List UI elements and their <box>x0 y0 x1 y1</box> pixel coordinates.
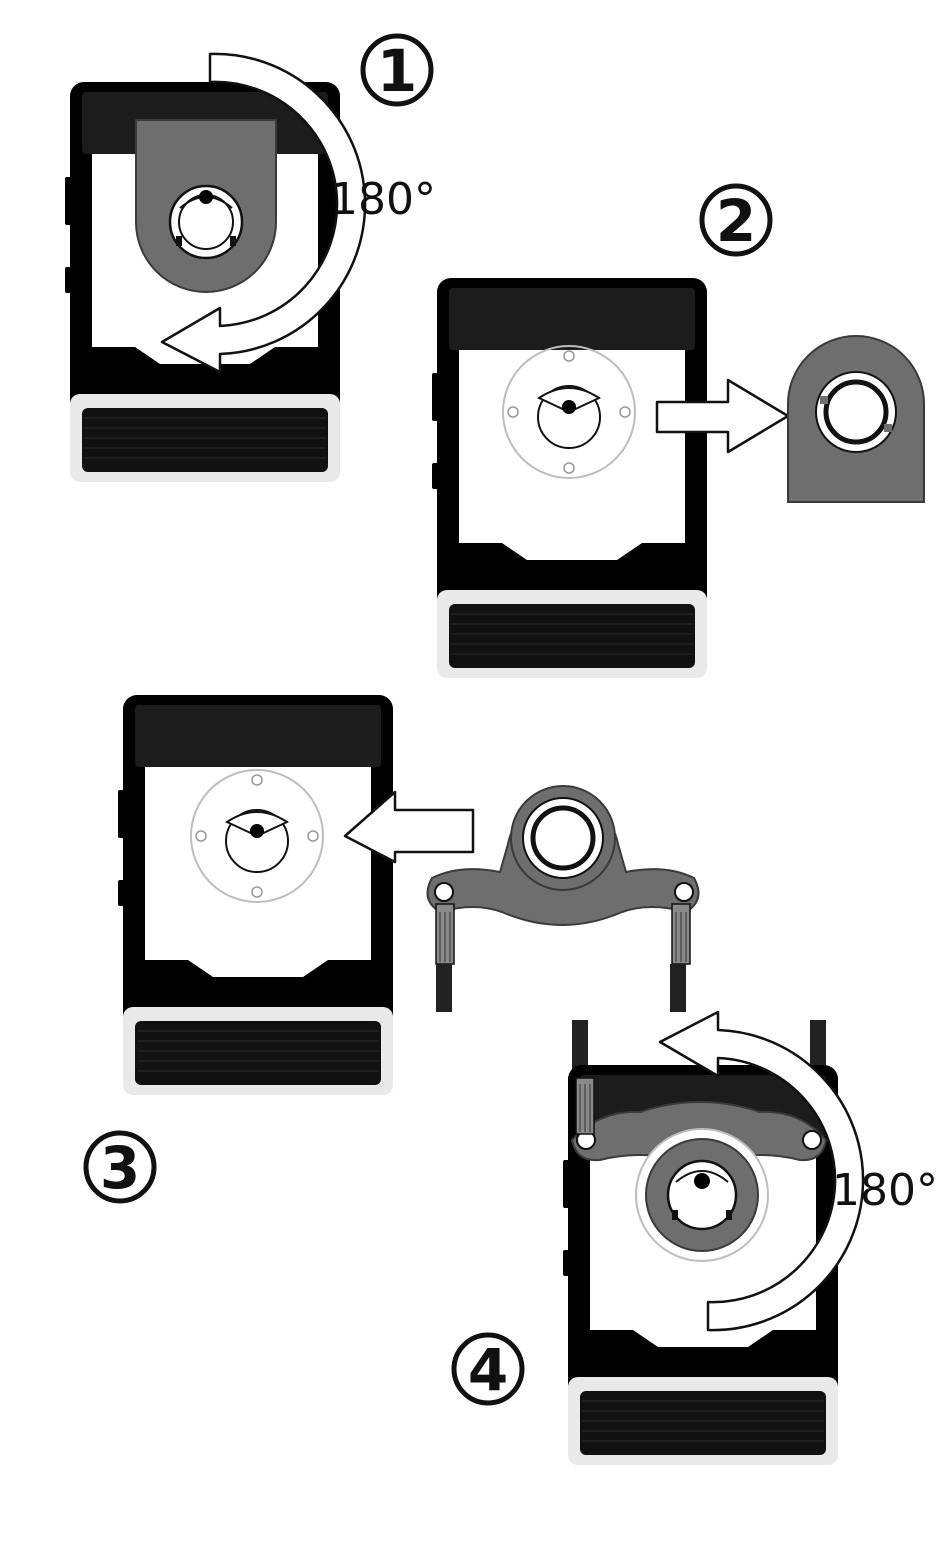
belt-clip-icon <box>788 336 924 502</box>
rotation-label-step-1: 180° <box>330 174 436 225</box>
step-1-number-badge: 1 <box>363 36 431 105</box>
step-2-group: 2 <box>432 186 924 678</box>
step-3-number: 3 <box>100 1134 140 1202</box>
step-4-number-badge: 4 <box>454 1335 522 1404</box>
rotation-label-step-4: 180° <box>832 1165 938 1216</box>
step-2-number-badge: 2 <box>702 186 770 255</box>
step-2-number: 2 <box>716 187 756 255</box>
step-4-number: 4 <box>468 1336 508 1404</box>
belt-clip-icon <box>136 120 276 292</box>
step-1-group: 180° 1 <box>65 36 436 482</box>
step-3-number-badge: 3 <box>86 1133 154 1202</box>
step-4-group: 180° 4 <box>454 1012 938 1465</box>
step-1-number: 1 <box>377 37 417 105</box>
